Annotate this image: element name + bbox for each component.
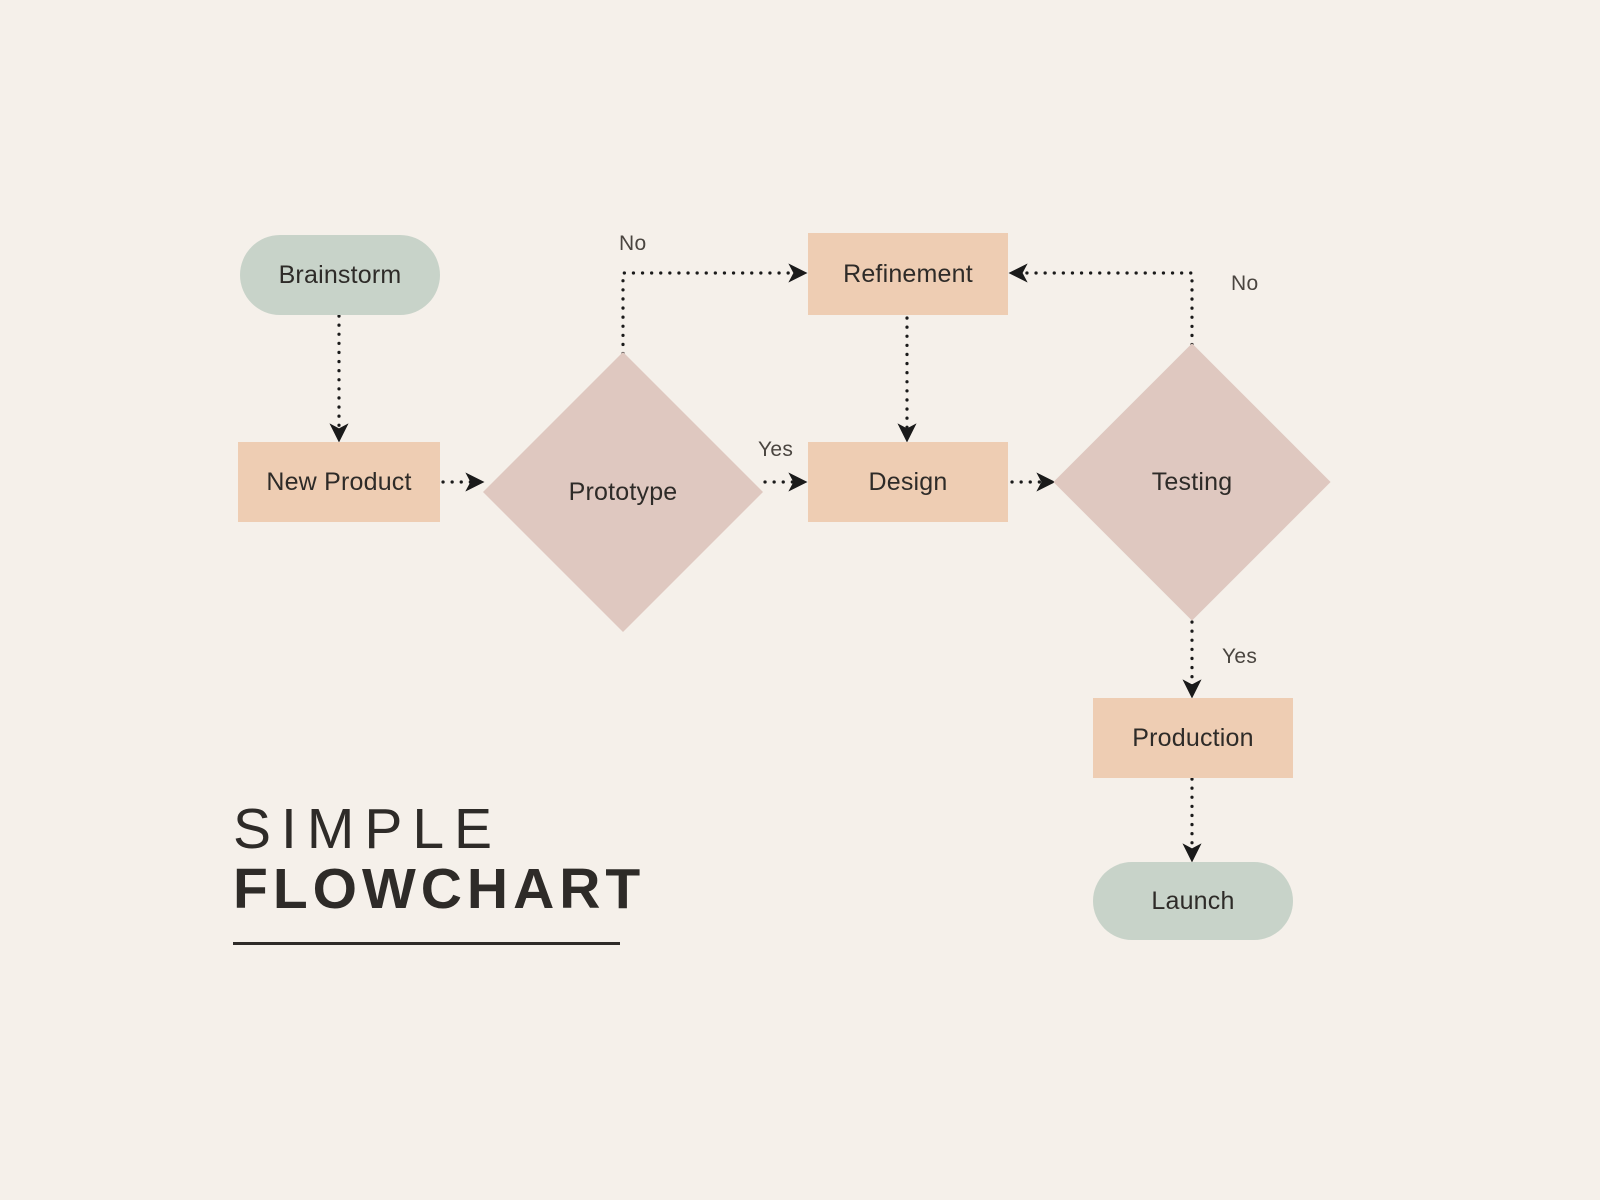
node-refinement[interactable]: Refinement bbox=[808, 233, 1008, 315]
node-prototype[interactable]: Prototype bbox=[482, 351, 764, 633]
title-divider bbox=[233, 941, 620, 945]
edge-label-no-testing: No bbox=[1231, 272, 1259, 295]
edge-testing-no-refinement bbox=[1008, 263, 1194, 383]
title-line-flowchart: FLOWCHART bbox=[233, 856, 646, 921]
node-brainstorm[interactable]: Brainstorm bbox=[240, 235, 440, 315]
node-label-prototype: Prototype bbox=[568, 477, 678, 506]
title-block: SIMPLE FLOWCHART bbox=[233, 797, 833, 945]
node-label-brainstorm: Brainstorm bbox=[278, 260, 402, 289]
node-label-new-product: New Product bbox=[266, 467, 412, 496]
node-label-design: Design bbox=[868, 467, 948, 496]
node-new-product[interactable]: New Product bbox=[238, 442, 440, 522]
node-design[interactable]: Design bbox=[808, 442, 1008, 522]
edge-label-yes-design: Yes bbox=[758, 438, 794, 461]
edge-prototype-no-refinement bbox=[621, 263, 808, 392]
node-label-refinement: Refinement bbox=[843, 259, 973, 288]
edge-label-no-prototype: No bbox=[619, 232, 647, 255]
node-label-testing: Testing bbox=[1151, 467, 1233, 496]
node-label-production: Production bbox=[1132, 723, 1254, 752]
node-label-launch: Launch bbox=[1151, 886, 1235, 915]
node-production[interactable]: Production bbox=[1093, 698, 1293, 778]
node-launch[interactable]: Launch bbox=[1093, 862, 1293, 940]
title-line-simple: SIMPLE bbox=[233, 797, 503, 861]
node-testing[interactable]: Testing bbox=[1053, 343, 1331, 621]
edge-label-yes-testing: Yes bbox=[1222, 645, 1258, 668]
